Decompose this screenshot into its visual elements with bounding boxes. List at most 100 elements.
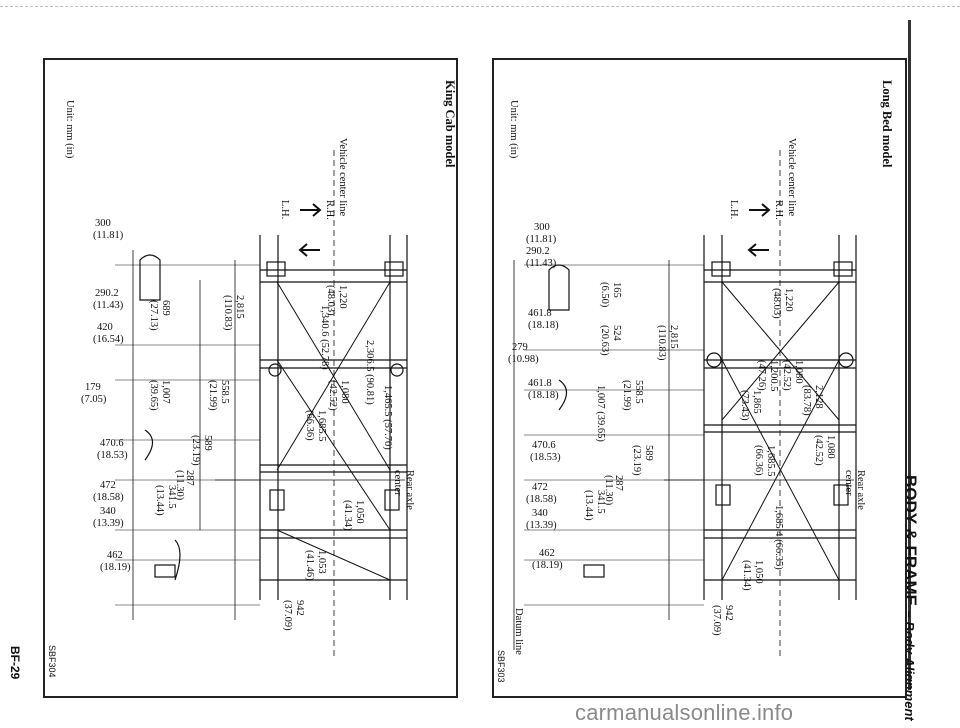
dim-472-in: (18.58) bbox=[93, 492, 124, 503]
dim-341: 341.5 bbox=[166, 485, 177, 509]
center-line-label: Vehicle center line bbox=[337, 138, 348, 217]
dim-472: 472 bbox=[100, 480, 116, 491]
dim-2128: 2,128 bbox=[813, 385, 824, 409]
figure-code: SBF303 bbox=[496, 650, 506, 683]
dim-472: 472 bbox=[532, 482, 548, 493]
dim-1200-in: (47.26) bbox=[756, 360, 767, 391]
dim-461a-in: (18.18) bbox=[528, 320, 559, 331]
dim-300-in: (11.81) bbox=[526, 234, 557, 245]
dim-1080b: 1,080 bbox=[825, 435, 836, 459]
dim-179: 179 bbox=[85, 382, 101, 393]
dim-1050: 1,050 bbox=[354, 500, 365, 524]
dim-1080b-in: (42.52) bbox=[813, 435, 824, 466]
rear-axle-label-2: center bbox=[392, 470, 403, 496]
figure-title: King Cab model bbox=[443, 80, 457, 168]
dim-470: 470.6 bbox=[100, 438, 124, 449]
dim-589-in: (23.19) bbox=[631, 445, 642, 476]
dim-1340: 1,340.6 (52.78) bbox=[319, 305, 330, 370]
dim-341-in: (13.44) bbox=[154, 485, 165, 516]
dim-558-in: (21.99) bbox=[207, 380, 218, 411]
dim-420: 420 bbox=[97, 322, 113, 333]
dim-290-in: (11.43) bbox=[526, 258, 557, 269]
dim-470-in: (18.53) bbox=[97, 450, 128, 461]
figure-king-cab: King Cab model Unit: mm (in) SBF304 Vehi… bbox=[43, 58, 458, 698]
dim-287: 287 bbox=[184, 470, 195, 486]
unit-label: Unit: mm (in) bbox=[508, 100, 519, 159]
dim-1465: 1,465.5 (57.70) bbox=[382, 385, 393, 450]
dim-1007: 1,007 (39.65) bbox=[595, 385, 606, 442]
dim-420-in: (16.54) bbox=[93, 334, 124, 345]
dim-1053: 1,053 bbox=[316, 550, 327, 574]
dim-340: 340 bbox=[100, 506, 116, 517]
dim-340: 340 bbox=[532, 508, 548, 519]
rh-label: R.H. bbox=[324, 200, 335, 220]
dim-461b: 461.8 bbox=[528, 378, 552, 389]
dim-290-in: (11.43) bbox=[93, 300, 124, 311]
top-rule bbox=[0, 6, 960, 8]
long-bed-frame-diagram bbox=[513, 150, 857, 660]
dim-589: 589 bbox=[643, 445, 654, 461]
dim-1007: 1,007 bbox=[160, 380, 171, 404]
dim-462-in: (18.19) bbox=[532, 560, 563, 571]
dim-165-in: (6.50) bbox=[599, 282, 610, 308]
dim-341: 341.5 bbox=[595, 490, 606, 514]
dim-470-in: (18.53) bbox=[530, 452, 561, 463]
dim-340-in: (13.39) bbox=[526, 520, 557, 531]
dim-279-in: (10.98) bbox=[508, 354, 539, 365]
dim-558-in: (21.99) bbox=[621, 380, 632, 411]
dim-558: 558.5 bbox=[633, 380, 644, 404]
rear-axle-label-2: center bbox=[843, 470, 854, 496]
dim-290: 290.2 bbox=[95, 288, 119, 299]
dim-1865: 1,865 bbox=[751, 390, 762, 414]
dim-340-in: (13.39) bbox=[93, 518, 124, 529]
rear-axle-label: Rear axle bbox=[404, 470, 415, 510]
dim-341-in: (13.44) bbox=[583, 490, 594, 521]
rh-label: R.H. bbox=[773, 200, 784, 220]
dim-165: 165 bbox=[611, 282, 622, 298]
dim-2128-in: (83.78) bbox=[801, 385, 812, 416]
dim-942-in: (37.09) bbox=[711, 605, 722, 636]
datum-line-label: Datum line bbox=[513, 608, 524, 655]
dim-2815-in: (110.83) bbox=[222, 295, 233, 331]
lh-label: L.H. bbox=[728, 200, 739, 220]
dim-942: 942 bbox=[294, 600, 305, 616]
dim-472-in: (18.58) bbox=[526, 494, 557, 505]
dim-1080: 1,080 bbox=[339, 380, 350, 404]
page-edge-bar bbox=[908, 20, 911, 690]
unit-label: Unit: mm (in) bbox=[64, 100, 75, 159]
dim-300: 300 bbox=[95, 218, 111, 229]
dim-1865-in: (73.43) bbox=[739, 390, 750, 421]
lh-label: L.H. bbox=[279, 200, 290, 220]
dim-2815: 2,815 bbox=[668, 325, 679, 349]
dim-1050: 1,050 bbox=[753, 560, 764, 584]
dim-1007-in: (39.65) bbox=[148, 380, 159, 411]
dim-1685: 1,685.5 bbox=[765, 445, 776, 477]
rear-axle-label: Rear axle bbox=[855, 470, 866, 510]
dim-942: 942 bbox=[723, 605, 734, 621]
dim-1685-in: (66.36) bbox=[753, 445, 764, 476]
dim-524: 524 bbox=[611, 325, 622, 341]
dim-1685: 1,685.5 bbox=[316, 410, 327, 442]
dim-1200: 1,200.5 bbox=[768, 360, 779, 392]
dim-461a: 461.8 bbox=[528, 308, 552, 319]
dim-589-in: (23.19) bbox=[190, 435, 201, 466]
dim-1050-in: (41.34) bbox=[342, 500, 353, 531]
dim-1220-in: (48.03) bbox=[771, 288, 782, 319]
dim-1685b: 1,685.4 (66.35) bbox=[773, 505, 784, 570]
dim-300-in: (11.81) bbox=[93, 230, 124, 241]
dim-1080a: 1,080 bbox=[793, 360, 804, 384]
dim-300: 300 bbox=[534, 222, 550, 233]
dim-462-in: (18.19) bbox=[100, 562, 131, 573]
figure-code: SBF304 bbox=[47, 645, 57, 678]
dim-2815-in: (110.83) bbox=[656, 325, 667, 361]
watermark: carmanualsonline.info bbox=[575, 700, 794, 725]
dim-461b-in: (18.18) bbox=[528, 390, 559, 401]
dim-470: 470.6 bbox=[532, 440, 556, 451]
dim-558: 558.5 bbox=[219, 380, 230, 404]
dim-1050-in: (41.34) bbox=[741, 560, 752, 591]
dim-1080-in: (42.52) bbox=[327, 380, 338, 411]
dim-689-in: (27.13) bbox=[148, 300, 159, 331]
dim-462: 462 bbox=[539, 548, 555, 559]
king-cab-frame-diagram bbox=[115, 150, 408, 660]
center-line-label: Vehicle center line bbox=[786, 138, 797, 217]
